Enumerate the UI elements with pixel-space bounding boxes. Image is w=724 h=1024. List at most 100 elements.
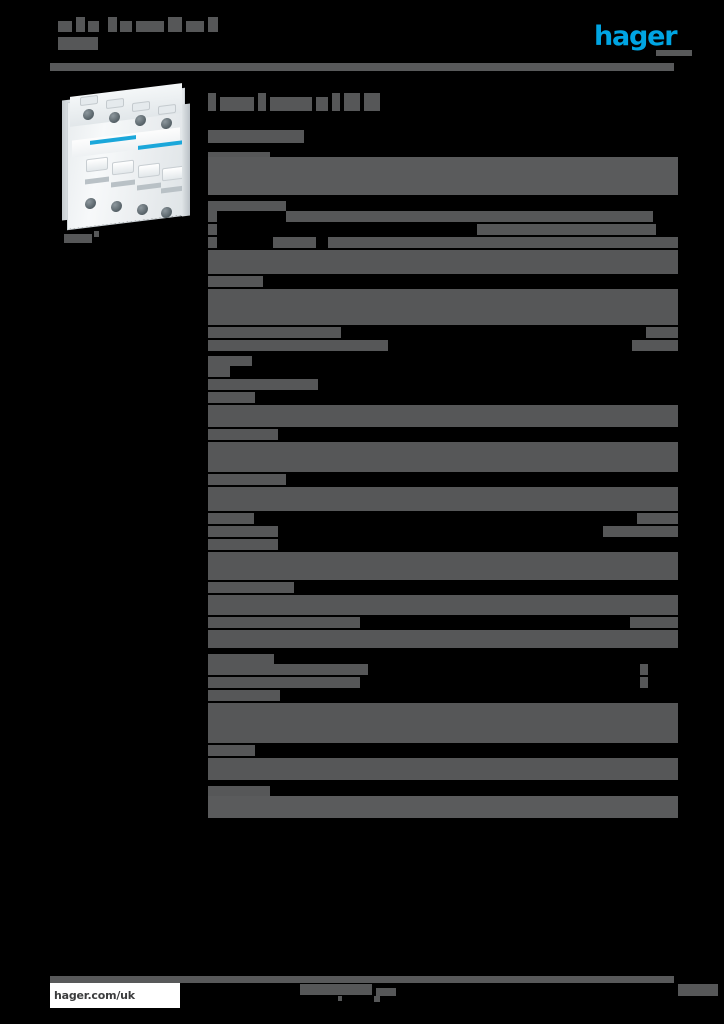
table-section-header — [208, 652, 678, 664]
row-label-stub — [208, 405, 217, 427]
hager-logo-text: hager — [594, 21, 678, 52]
table-row — [208, 276, 678, 287]
table-row — [208, 595, 678, 615]
redacted-value — [217, 224, 477, 235]
table-row-separator — [208, 338, 678, 340]
document-footer: hager.com/uk — [0, 964, 724, 1024]
redacted-value — [656, 224, 678, 235]
redacted-value — [278, 429, 678, 440]
table-row-separator — [208, 756, 678, 758]
table-row — [208, 442, 678, 472]
footer-divider — [50, 976, 674, 983]
redacted-value — [278, 526, 603, 537]
table-band-row — [208, 796, 678, 818]
row-label-stub — [208, 327, 217, 338]
table-section-header — [208, 199, 678, 211]
table-row-separator — [208, 274, 678, 276]
table-row-separator — [208, 628, 678, 630]
row-label-stub — [208, 487, 217, 511]
redacted-value — [217, 237, 273, 248]
table-row — [208, 630, 678, 648]
table-row-separator — [208, 403, 678, 405]
redacted-value — [278, 539, 678, 550]
section-header-label — [208, 654, 274, 664]
table-row — [208, 429, 678, 440]
row-label-stub — [208, 340, 217, 351]
table-row-separator — [208, 524, 678, 526]
footer-url-text: hager.com/uk — [54, 989, 135, 1002]
table-row-separator — [208, 472, 678, 474]
redacted-value — [286, 474, 678, 485]
row-label-stub — [208, 442, 217, 472]
table-row-separator — [208, 780, 678, 784]
redacted-value — [280, 690, 678, 701]
device-right-edge — [182, 103, 190, 217]
table-row-separator — [208, 440, 678, 442]
redacted-value — [360, 617, 630, 628]
redacted-value — [268, 366, 678, 377]
table-row-separator — [208, 235, 678, 237]
table-row-separator — [208, 377, 678, 379]
table-row-separator — [208, 615, 678, 617]
table-row — [208, 677, 678, 688]
table-row — [208, 327, 678, 338]
table-row-separator — [208, 325, 678, 327]
table-row-separator — [208, 688, 678, 690]
table-row-separator — [208, 580, 678, 582]
table-row — [208, 474, 678, 485]
row-label-stub — [208, 690, 217, 701]
toggle-lever — [138, 162, 160, 179]
table-row — [208, 392, 678, 403]
row-label-stub — [208, 758, 217, 780]
table-row-separator — [208, 351, 678, 354]
redacted-value — [255, 392, 678, 403]
product-image — [58, 83, 192, 243]
document-header: hager — [0, 0, 724, 80]
row-label-stub — [208, 745, 217, 756]
redacted-value — [294, 582, 678, 593]
table-band-row — [208, 157, 678, 195]
redacted-value — [388, 340, 632, 351]
table-row — [208, 526, 678, 537]
redacted-value — [217, 211, 286, 222]
table-row — [208, 745, 678, 756]
row-label-stub — [208, 595, 217, 615]
row-label-stub — [208, 617, 217, 628]
table-row — [208, 211, 678, 222]
redacted-value — [648, 677, 678, 688]
table-row — [208, 582, 678, 593]
row-label-stub — [208, 582, 217, 593]
isolator-switch-illustration — [58, 83, 192, 230]
table-row-separator — [208, 485, 678, 487]
table-row — [208, 405, 678, 427]
header-divider — [50, 63, 674, 71]
table-row-separator — [208, 701, 678, 703]
row-label-stub — [208, 224, 217, 235]
table-row-separator — [208, 743, 678, 745]
row-label-stub — [208, 513, 217, 524]
redacted-value — [648, 664, 678, 675]
table-row — [208, 664, 678, 675]
redacted-value — [653, 211, 678, 222]
table-section-header — [208, 354, 678, 366]
table-section-header — [208, 784, 678, 796]
row-label-stub — [208, 474, 217, 485]
table-row-separator — [208, 427, 678, 429]
footer-url[interactable]: hager.com/uk — [50, 983, 180, 1008]
row-label-stub — [208, 289, 217, 325]
table-row-separator — [208, 511, 678, 513]
redacted-value — [341, 327, 646, 338]
row-label-stub — [208, 664, 217, 675]
table-row-separator — [208, 675, 678, 677]
table-row — [208, 617, 678, 628]
redacted-value — [255, 745, 678, 756]
hager-logo[interactable]: hager — [594, 21, 692, 56]
table-row-separator — [208, 390, 678, 392]
redacted-value — [254, 513, 637, 524]
table-row — [208, 237, 678, 248]
table-row — [208, 379, 678, 390]
section-header-label — [208, 201, 286, 211]
table-row-separator — [208, 537, 678, 539]
table-row — [208, 513, 678, 524]
